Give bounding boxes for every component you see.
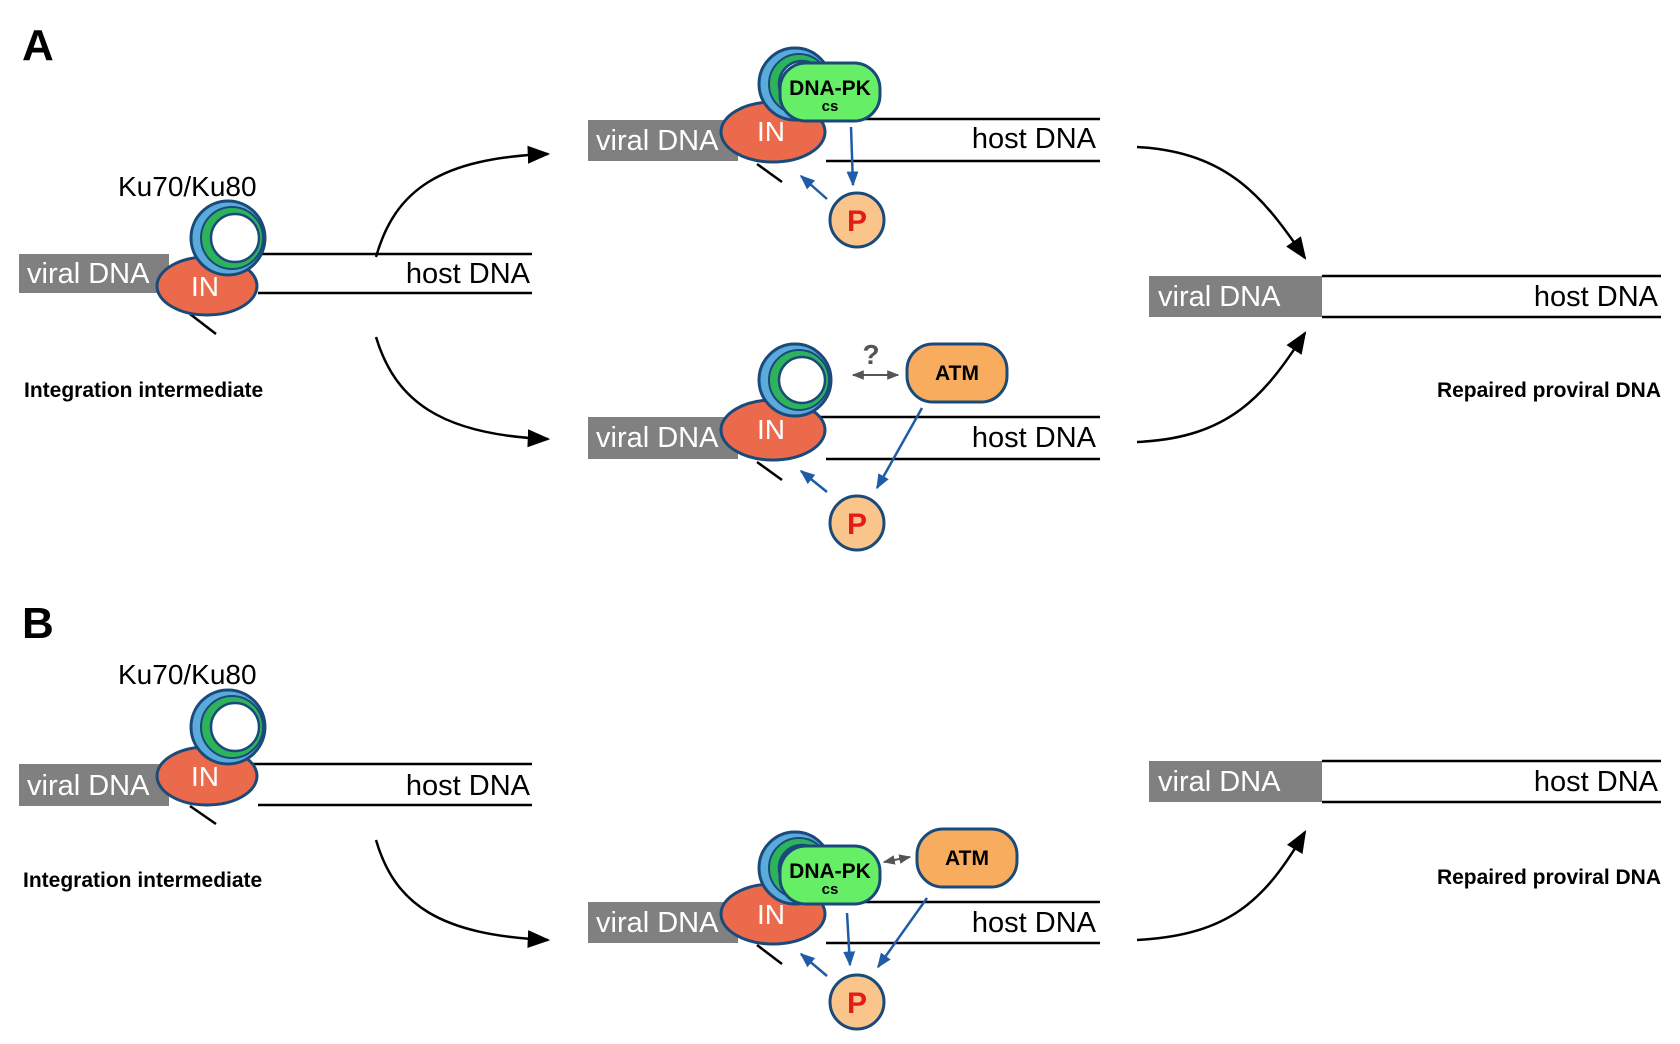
flap-strand bbox=[189, 804, 217, 826]
dna-pkcs-label: DNA-PK bbox=[789, 860, 871, 883]
integrase-label: IN bbox=[757, 899, 785, 930]
integrase-label: IN bbox=[191, 271, 219, 302]
host-dna-label: host DNA bbox=[406, 770, 531, 802]
viral-dna-segment bbox=[19, 764, 169, 806]
flap-strand bbox=[189, 313, 217, 335]
viral-dna-label: viral DNA bbox=[27, 258, 150, 290]
integrase-label: IN bbox=[757, 116, 785, 147]
flow-arrow-to-atm-path bbox=[374, 336, 551, 448]
repaired-proviral-dna-caption: Repaired proviral DNA bbox=[1437, 866, 1661, 889]
ku70-ku80-label: Ku70/Ku80 bbox=[118, 659, 257, 690]
atm-to-phosphate-arrow bbox=[875, 407, 924, 490]
panel-b-repaired-provirus: viral DNA host DNA Repaired proviral DNA bbox=[1149, 759, 1661, 889]
viral-dna-label: viral DNA bbox=[1158, 281, 1281, 313]
panel-b-letter: B bbox=[22, 599, 54, 648]
viral-dna-label: viral DNA bbox=[27, 770, 150, 802]
host-dna-label: host DNA bbox=[972, 907, 1097, 939]
atm-to-phosphate-arrow bbox=[876, 897, 929, 969]
phosphate-circle bbox=[828, 191, 886, 249]
ku70-ku80-ring bbox=[189, 688, 267, 766]
host-dna-label: host DNA bbox=[406, 258, 531, 290]
dna-pkcs-subscript: cs bbox=[822, 881, 839, 898]
flow-arrow-to-dna-pk-path bbox=[374, 145, 551, 258]
atm-label: ATM bbox=[935, 362, 979, 385]
atm-box bbox=[905, 342, 1009, 404]
repaired-proviral-dna-caption: Repaired proviral DNA bbox=[1437, 379, 1661, 402]
flap-strand bbox=[756, 460, 783, 482]
dna-pk-atm-interaction-arrow bbox=[882, 854, 912, 865]
viral-dna-label: viral DNA bbox=[596, 125, 719, 157]
phosphate-circle bbox=[828, 973, 886, 1031]
dna-pkcs-label: DNA-PK bbox=[789, 77, 871, 100]
flow-arrow-to-combined-path bbox=[374, 839, 551, 949]
dna-pk-to-phosphate-arrow bbox=[846, 126, 859, 187]
viral-dna-segment bbox=[1149, 276, 1322, 317]
phosphate-label: P bbox=[847, 205, 867, 238]
flow-arrow-from-dna-pk-path bbox=[1136, 145, 1307, 260]
panel-b-combined-pathway: viral DNA host DNA IN DNA-PK cs ATM P bbox=[588, 827, 1100, 1031]
flap-strand bbox=[756, 944, 783, 965]
ku70-ku80-ring bbox=[189, 199, 267, 277]
phosphate-circle bbox=[828, 494, 886, 552]
viral-dna-label: viral DNA bbox=[596, 907, 719, 939]
flap-strand bbox=[756, 162, 783, 184]
atm-box bbox=[915, 827, 1019, 889]
dna-pkcs-box bbox=[778, 61, 882, 123]
phosphate-label: P bbox=[847, 508, 867, 541]
unknown-interaction-question-mark: ? bbox=[862, 339, 879, 370]
host-dna-label: host DNA bbox=[1534, 766, 1659, 798]
phosphate-to-integrase-arrow bbox=[799, 953, 828, 977]
integrase-label: IN bbox=[757, 414, 785, 445]
viral-dna-segment bbox=[588, 417, 738, 459]
ku70-ku80-ring bbox=[757, 342, 833, 418]
dna-pkcs-subscript: cs bbox=[822, 98, 839, 115]
host-dna-label: host DNA bbox=[972, 123, 1097, 155]
panel-a-dna-pk-pathway: viral DNA host DNA IN DNA-PK cs P bbox=[588, 46, 1100, 249]
panel-a-atm-pathway: viral DNA host DNA IN ? ATM P bbox=[588, 339, 1100, 552]
ku70-ku80-label: Ku70/Ku80 bbox=[118, 171, 257, 202]
panel-a-integration-intermediate: viral DNA host DNA IN Ku70/Ku80 Integrat… bbox=[19, 171, 532, 402]
viral-dna-segment bbox=[1149, 761, 1322, 802]
dna-pk-to-phosphate-arrow bbox=[843, 912, 856, 967]
viral-dna-segment bbox=[588, 902, 738, 943]
phosphate-label: P bbox=[847, 987, 867, 1020]
phosphate-to-integrase-arrow bbox=[799, 470, 828, 493]
atm-label: ATM bbox=[945, 847, 989, 870]
panel-a-repaired-provirus: viral DNA host DNA Repaired proviral DNA bbox=[1149, 274, 1661, 402]
host-dna-label: host DNA bbox=[1534, 281, 1659, 313]
host-dna-label: host DNA bbox=[972, 422, 1097, 454]
phosphate-to-integrase-arrow bbox=[799, 175, 828, 200]
flow-arrow-to-repaired-path bbox=[1136, 830, 1307, 942]
viral-dna-label: viral DNA bbox=[596, 422, 719, 454]
integrase-label: IN bbox=[191, 761, 219, 792]
viral-dna-label: viral DNA bbox=[1158, 766, 1281, 798]
panel-a-letter: A bbox=[22, 21, 54, 70]
dna-pkcs-box bbox=[778, 844, 882, 906]
panel-b-integration-intermediate: viral DNA host DNA IN Ku70/Ku80 Integrat… bbox=[19, 659, 532, 892]
integration-intermediate-caption: Integration intermediate bbox=[23, 869, 262, 892]
flow-arrow-from-atm-path bbox=[1136, 331, 1307, 444]
viral-dna-segment bbox=[588, 120, 738, 161]
integration-intermediate-caption: Integration intermediate bbox=[24, 379, 263, 402]
viral-dna-segment bbox=[19, 254, 169, 293]
